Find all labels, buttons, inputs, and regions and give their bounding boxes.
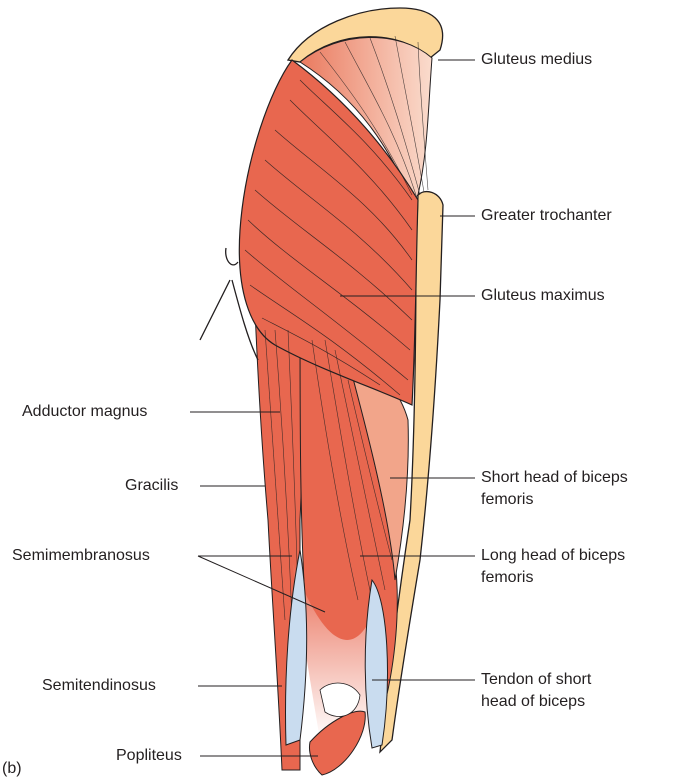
panel-label: (b) <box>2 760 22 778</box>
label-long-head-biceps-line2: femoris <box>481 568 533 588</box>
label-popliteus: Popliteus <box>116 746 182 766</box>
label-gluteus-maximus: Gluteus maximus <box>481 286 605 306</box>
label-long-head-biceps-line1: Long head of biceps <box>481 546 625 566</box>
label-adductor-magnus: Adductor magnus <box>22 402 147 422</box>
label-tendon-short-head-line1: Tendon of short <box>481 670 591 690</box>
label-short-head-biceps-line2: femoris <box>481 490 533 510</box>
label-short-head-biceps-line1: Short head of biceps <box>481 468 628 488</box>
label-gracilis: Gracilis <box>125 476 178 496</box>
label-gluteus-medius: Gluteus medius <box>481 50 592 70</box>
label-semimembranosus: Semimembranosus <box>12 546 150 566</box>
label-tendon-short-head-line2: head of biceps <box>481 692 585 712</box>
label-greater-trochanter: Greater trochanter <box>481 206 612 226</box>
label-semitendinosus: Semitendinosus <box>42 676 156 696</box>
